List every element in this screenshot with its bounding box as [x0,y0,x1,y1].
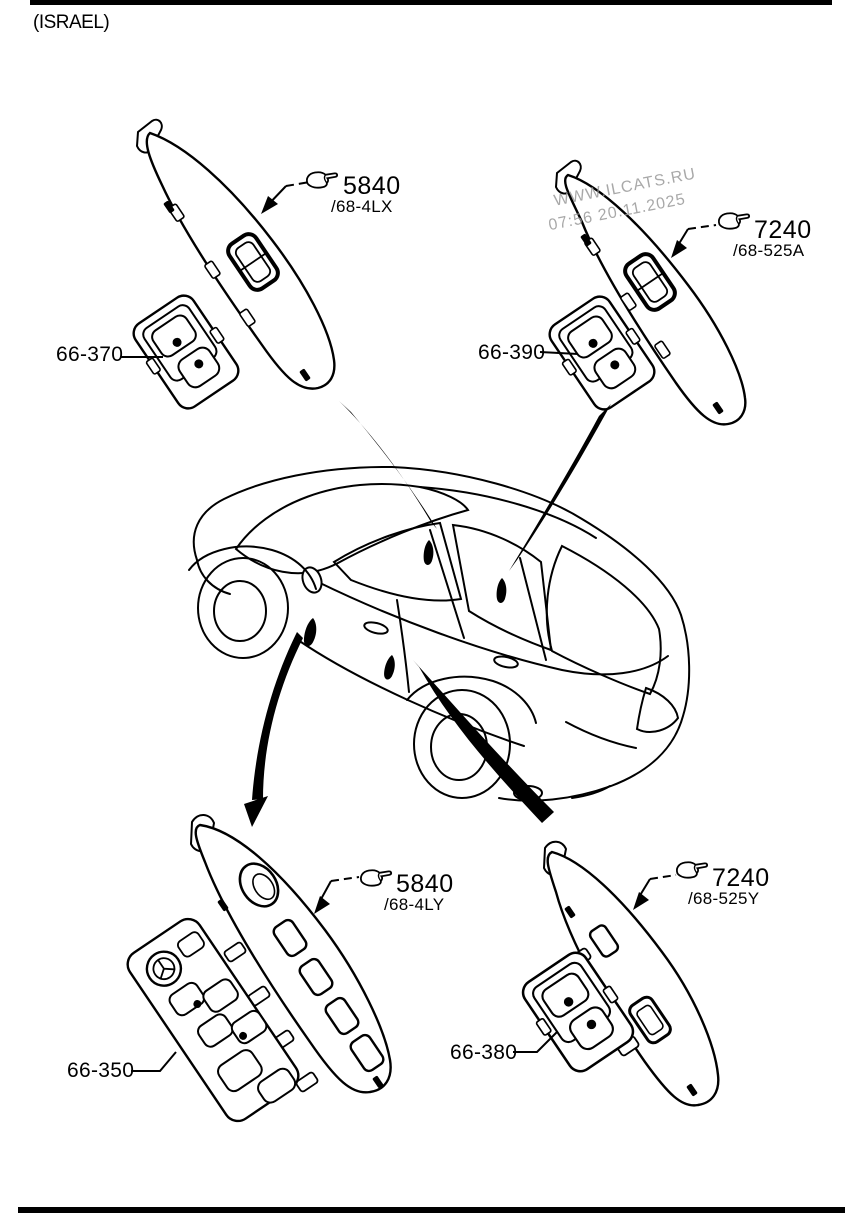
region-label: (ISRAEL) [33,12,110,33]
switch-ref-rear-left[interactable]: 66-350 [67,1059,135,1082]
switch-ref-front-right[interactable]: 66-390 [478,341,546,364]
front-passenger-window-switch-drawing [124,287,248,417]
car-drawing [188,465,691,802]
part-variant-front-left-bezel: /68-4LX [331,197,393,216]
front-left-door-bezel-drawing [135,118,336,390]
part-callout-rear-left-bezel[interactable]: 5840 [396,870,454,898]
flow-arrows [244,401,611,827]
driver-door-bezel-drawing [189,814,392,1094]
rear-door-bezel-drawing [542,840,720,1107]
switch-ref-rear-right[interactable]: 66-380 [450,1041,518,1064]
switch-ref-front-left[interactable]: 66-370 [56,343,124,366]
page-rule-bottom [18,1207,845,1213]
part-callout-front-left-bezel[interactable]: 5840 [343,172,401,200]
pointing-hand-icon [675,861,709,879]
callout-leaders [120,180,717,1072]
part-callout-front-right-bezel[interactable]: 7240 [754,216,812,244]
pointing-hand-icon [305,171,339,189]
part-variant-rear-right-bezel: /68-525Y [688,889,760,908]
part-variant-rear-left-bezel: /68-4LY [384,895,445,914]
pointing-hand-icon [717,212,751,230]
front-right-door-bezel-drawing [554,159,747,426]
part-callout-rear-right-bezel[interactable]: 7240 [712,864,770,892]
pointing-hand-icon [359,869,393,887]
part-variant-front-right-bezel: /68-525A [733,241,805,260]
page-rule-top [30,0,832,5]
